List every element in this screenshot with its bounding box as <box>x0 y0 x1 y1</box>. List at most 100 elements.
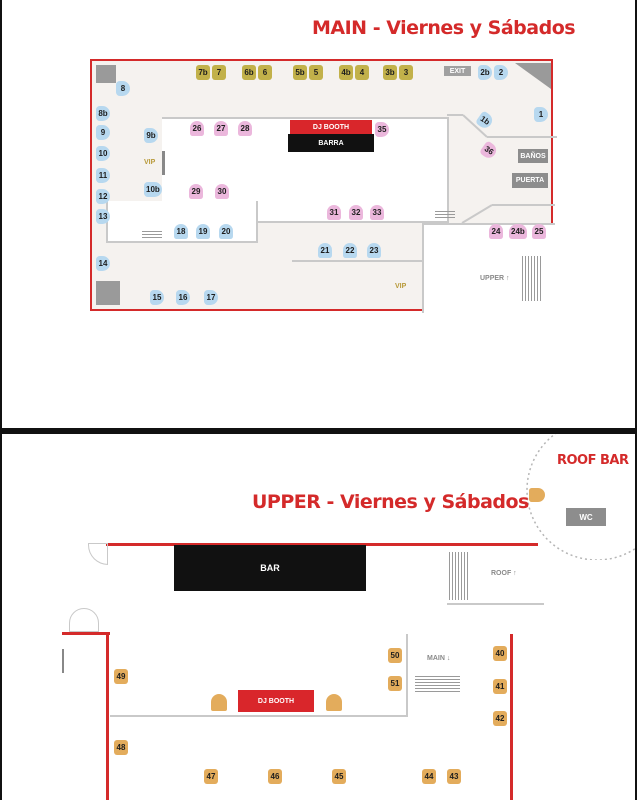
stairs-up-roof <box>449 552 468 600</box>
wall <box>292 260 422 262</box>
dj-booth-seat[interactable] <box>211 694 227 711</box>
table-8b[interactable]: 8b <box>96 106 110 121</box>
corner-column <box>96 281 120 305</box>
dj-booth: DJ BOOTH <box>290 120 372 134</box>
dj-booth: DJ BOOTH <box>238 690 314 712</box>
table-13[interactable]: 13 <box>96 209 110 224</box>
table-4b[interactable]: 4b <box>339 65 353 80</box>
table-47[interactable]: 47 <box>204 769 218 784</box>
table-1[interactable]: 1 <box>534 107 548 122</box>
wall <box>406 634 408 717</box>
table-29[interactable]: 29 <box>189 184 203 199</box>
corner-column <box>96 65 116 83</box>
table-9b[interactable]: 9b <box>144 128 158 143</box>
table-43[interactable]: 43 <box>447 769 461 784</box>
table-5[interactable]: 5 <box>309 65 323 80</box>
table-33[interactable]: 33 <box>370 205 384 220</box>
table-49[interactable]: 49 <box>114 669 128 684</box>
table-32[interactable]: 32 <box>349 205 363 220</box>
main-floor-panel: MAIN - Viernes y Sábados EXIT <box>0 0 637 428</box>
table-24[interactable]: 24 <box>489 224 503 239</box>
stairs <box>435 211 455 220</box>
roof-stairs-label: ROOF ↑ <box>491 570 517 577</box>
table-46[interactable]: 46 <box>268 769 282 784</box>
main-stairs-label: MAIN ↓ <box>427 655 451 662</box>
table-19[interactable]: 19 <box>196 224 210 239</box>
table-2[interactable]: 2 <box>494 65 508 80</box>
bar-counter: BARRA <box>288 134 374 152</box>
table-20[interactable]: 20 <box>219 224 233 239</box>
table-12[interactable]: 12 <box>96 189 110 204</box>
upper-floor-title: UPPER - Viernes y Sábados <box>252 491 529 513</box>
table-23[interactable]: 23 <box>367 243 381 258</box>
table-22[interactable]: 22 <box>343 243 357 258</box>
restrooms-sign: BAÑOS <box>518 149 548 163</box>
table-11[interactable]: 11 <box>96 168 110 183</box>
table-21[interactable]: 21 <box>318 243 332 258</box>
table-7b[interactable]: 7b <box>196 65 210 80</box>
upper-floor-panel: ROOF BAR WC UPPER - Viernes y Sábados BA… <box>0 434 637 800</box>
table-50[interactable]: 50 <box>388 648 402 663</box>
table-3b[interactable]: 3b <box>383 65 397 80</box>
table-42[interactable]: 42 <box>493 711 507 726</box>
panel-divider <box>0 428 637 434</box>
wc-sign: WC <box>566 508 606 526</box>
table-16[interactable]: 16 <box>176 290 190 305</box>
table-14[interactable]: 14 <box>96 256 110 271</box>
table-31[interactable]: 31 <box>327 205 341 220</box>
table-30[interactable]: 30 <box>215 184 229 199</box>
vip-label: VIP <box>144 159 156 166</box>
table-7[interactable]: 7 <box>212 65 226 80</box>
door <box>69 608 99 632</box>
door <box>88 543 108 565</box>
table-40[interactable]: 40 <box>493 646 507 661</box>
roof-bar-seat[interactable] <box>529 488 545 502</box>
wall <box>510 634 513 800</box>
dj-booth-seat[interactable] <box>326 694 342 711</box>
main-floor-plan: EXIT DJ BOOTH BARRA BAÑOS PUERTA UPPER ↑… <box>90 59 557 313</box>
table-35[interactable]: 35 <box>375 122 389 137</box>
table-51[interactable]: 51 <box>388 676 402 691</box>
vip-divider <box>162 151 165 175</box>
stairs-up <box>522 256 541 301</box>
stairs <box>142 231 162 240</box>
stairs-down-main <box>415 676 460 694</box>
entrance-door[interactable]: PUERTA <box>512 173 548 188</box>
main-floor-title: MAIN - Viernes y Sábados <box>312 17 576 39</box>
table-4[interactable]: 4 <box>355 65 369 80</box>
table-10[interactable]: 10 <box>96 146 110 161</box>
corner-triangle <box>515 63 551 89</box>
table-5b[interactable]: 5b <box>293 65 307 80</box>
table-24b[interactable]: 24b <box>509 224 527 239</box>
table-9[interactable]: 9 <box>96 125 110 140</box>
bar-counter: BAR <box>174 545 366 591</box>
table-8[interactable]: 8 <box>116 81 130 96</box>
wall <box>106 543 538 546</box>
wall <box>62 632 110 635</box>
wall <box>447 603 544 605</box>
table-48[interactable]: 48 <box>114 740 128 755</box>
table-18[interactable]: 18 <box>174 224 188 239</box>
roof-bar-title: ROOF BAR <box>557 453 629 468</box>
table-3[interactable]: 3 <box>399 65 413 80</box>
wall <box>110 715 406 717</box>
table-45[interactable]: 45 <box>332 769 346 784</box>
table-36[interactable]: 36 <box>478 140 500 161</box>
table-10b[interactable]: 10b <box>144 182 162 197</box>
table-15[interactable]: 15 <box>150 290 164 305</box>
table-28[interactable]: 28 <box>238 121 252 136</box>
exit-sign: EXIT <box>444 66 471 76</box>
angled-wall <box>447 114 557 138</box>
table-6b[interactable]: 6b <box>242 65 256 80</box>
table-41[interactable]: 41 <box>493 679 507 694</box>
table-17[interactable]: 17 <box>204 290 218 305</box>
table-27[interactable]: 27 <box>214 121 228 136</box>
table-2b[interactable]: 2b <box>478 65 492 80</box>
angled-wall <box>461 204 555 224</box>
vip-label: VIP <box>395 283 407 290</box>
table-26[interactable]: 26 <box>190 121 204 136</box>
table-6[interactable]: 6 <box>258 65 272 80</box>
wall <box>106 632 109 800</box>
table-25[interactable]: 25 <box>532 224 546 239</box>
table-44[interactable]: 44 <box>422 769 436 784</box>
